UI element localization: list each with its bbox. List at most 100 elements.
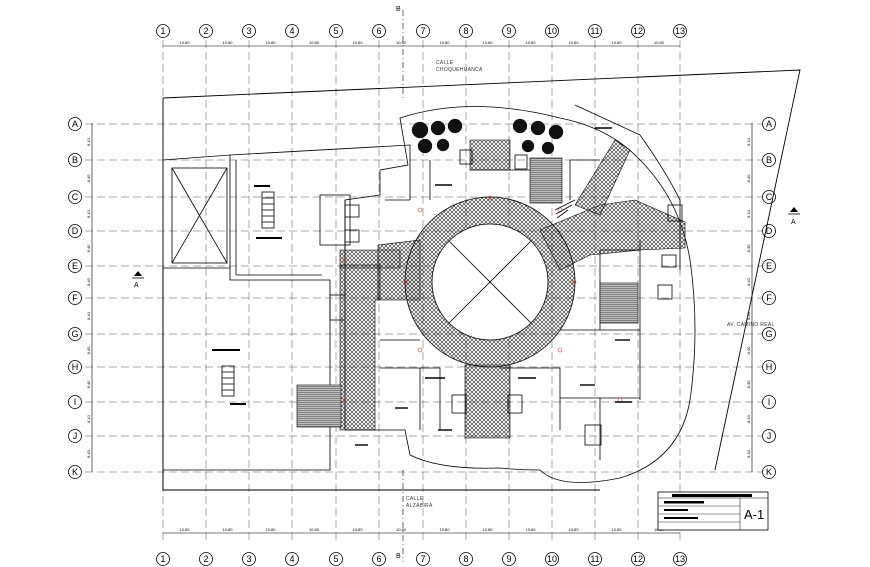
column-spacing-label: 10.80 — [654, 40, 665, 45]
row-bubble-label: E — [72, 261, 78, 271]
column-bubble-label: 8 — [463, 26, 468, 36]
north-street-label-2: CHOQUEHUANCA — [436, 67, 483, 73]
section-a-left-label: A — [134, 282, 139, 289]
column-spacing-label: 10.80 — [439, 527, 450, 532]
column-spacing-label: 10.80 — [611, 527, 622, 532]
column-bubble-8: 8 — [459, 24, 473, 38]
column-bubble-4: 4 — [285, 552, 299, 566]
row-bubble-G: G — [68, 327, 82, 341]
row-bubble-D: D — [68, 224, 82, 238]
row-bubble-label: B — [766, 155, 772, 165]
column-bubble-label: 10 — [547, 26, 557, 36]
column-bubble-label: 6 — [376, 26, 381, 36]
east-street-label: AV. CAMINO REAL — [727, 322, 775, 328]
central-rotunda — [404, 196, 576, 368]
row-spacing-label: 8.10 — [746, 414, 751, 423]
row-bubble-label: K — [72, 467, 78, 477]
row-bubble-label: E — [766, 261, 772, 271]
row-bubble-label: C — [766, 192, 773, 202]
column-bubble-9: 9 — [502, 552, 516, 566]
column-bubble-label: 12 — [633, 554, 643, 564]
column-bubble-2: 2 — [199, 552, 213, 566]
column-bubble-label: 6 — [376, 554, 381, 564]
sheet-number: A-1 — [744, 507, 764, 522]
section-b-bottom-label: B — [396, 553, 401, 560]
column-spacing-label: 10.80 — [396, 527, 407, 532]
column-bubble-label: 2 — [203, 26, 208, 36]
row-bubble-I: I — [762, 395, 776, 409]
row-bubble-label: A — [72, 119, 78, 129]
row-spacing-label: 8.40 — [746, 311, 751, 320]
circulation-corridors — [339, 139, 686, 439]
column-spacing-label: 10.80 — [396, 40, 407, 45]
row-spacing-label: 8.40 — [86, 449, 91, 458]
row-spacing-label: 8.10 — [746, 137, 751, 146]
column-bubble-label: 1 — [160, 554, 165, 564]
row-spacing-label: 8.40 — [746, 244, 751, 253]
row-spacing-label: 8.40 — [86, 311, 91, 320]
column-bubble-5: 5 — [329, 24, 343, 38]
row-spacing-label: 8.40 — [86, 277, 91, 286]
row-bubble-F: F — [762, 291, 776, 305]
column-bubble-label: 9 — [506, 554, 511, 564]
column-bubble-3: 3 — [242, 552, 256, 566]
column-spacing-label: 10.80 — [222, 40, 233, 45]
column-bubble-4: 4 — [285, 24, 299, 38]
column-bubble-label: 5 — [333, 554, 338, 564]
column-bubble-13: 13 — [673, 552, 687, 566]
row-bubble-A: A — [68, 117, 82, 131]
row-bubble-label: F — [72, 293, 78, 303]
row-bubble-label: I — [74, 397, 77, 407]
row-bubble-D: D — [762, 224, 776, 238]
row-bubble-label: I — [768, 397, 771, 407]
row-bubble-I: I — [68, 395, 82, 409]
row-bubble-label: D — [766, 226, 773, 236]
column-bubble-11: 11 — [588, 552, 602, 566]
street-labels: CALLE CHOQUEHUANCA CALLE ALZABIRA AV. CA… — [406, 60, 775, 509]
row-bubble-H: H — [68, 360, 82, 374]
column-bubble-11: 11 — [588, 24, 602, 38]
south-street-label-2: ALZABIRA — [406, 503, 433, 509]
column-bubble-label: 10 — [547, 554, 557, 564]
column-bubble-9: 9 — [502, 24, 516, 38]
row-spacing-label: 8.40 — [746, 174, 751, 183]
fixtures — [344, 149, 683, 446]
title-block: A-1 — [657, 491, 769, 531]
section-b-bottom: B — [396, 470, 404, 562]
column-bubble-6: 6 — [372, 24, 386, 38]
column-bubble-label: 3 — [246, 26, 251, 36]
row-spacing-label: 8.40 — [86, 380, 91, 389]
section-b-top: B — [396, 6, 404, 100]
row-bubble-K: K — [762, 465, 776, 479]
row-bubble-G: G — [762, 327, 776, 341]
south-street-label-1: CALLE — [406, 496, 424, 502]
column-spacing-label: 10.80 — [352, 40, 363, 45]
column-bubble-label: 7 — [420, 26, 425, 36]
row-bubble-B: B — [762, 153, 776, 167]
column-bubble-5: 5 — [329, 552, 343, 566]
column-spacing-label: 10.80 — [265, 40, 276, 45]
column-bubble-label: 9 — [506, 26, 511, 36]
column-spacing-label: 10.80 — [222, 527, 233, 532]
column-bubble-label: 4 — [289, 554, 294, 564]
column-bubble-6: 6 — [372, 552, 386, 566]
row-bubble-label: H — [766, 362, 773, 372]
column-bubble-label: 3 — [246, 554, 251, 564]
column-bubble-12: 12 — [631, 24, 645, 38]
row-bubble-K: K — [68, 465, 82, 479]
column-bubble-label: 12 — [633, 26, 643, 36]
row-bubble-label: H — [72, 362, 79, 372]
row-bubble-E: E — [762, 259, 776, 273]
column-bubble-label: 13 — [675, 554, 685, 564]
row-bubble-B: B — [68, 153, 82, 167]
row-spacing-label: 8.10 — [746, 209, 751, 218]
row-bubble-label: D — [72, 226, 79, 236]
column-bubble-12: 12 — [631, 552, 645, 566]
row-bubble-label: K — [766, 467, 772, 477]
row-bubble-J: J — [68, 429, 82, 443]
column-bubble-label: 11 — [590, 26, 599, 36]
left-wing — [162, 144, 411, 471]
